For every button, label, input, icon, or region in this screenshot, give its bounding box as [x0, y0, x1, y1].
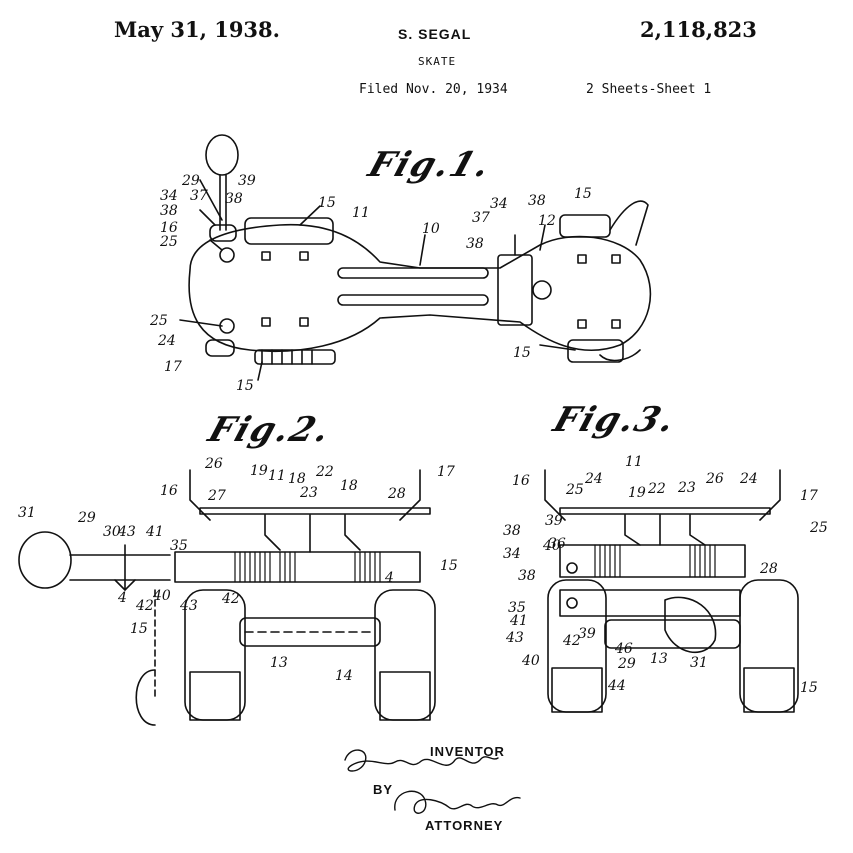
- reference-numeral: 11: [625, 454, 643, 470]
- reference-numeral: 42: [221, 591, 240, 607]
- reference-numeral: 16: [512, 473, 530, 489]
- reference-numeral: 11: [268, 468, 286, 484]
- patent-date: May 31, 1938.: [114, 17, 280, 42]
- reference-numeral: 25: [565, 482, 584, 498]
- reference-numeral: 28: [387, 486, 406, 502]
- reference-numeral: 13: [270, 655, 288, 671]
- reference-numeral: 17: [164, 359, 182, 375]
- reference-numeral: 34: [503, 546, 521, 562]
- reference-numeral: 37: [472, 210, 490, 226]
- reference-numeral: 34: [490, 196, 508, 212]
- attorney-role-label: ATTORNEY: [425, 818, 504, 833]
- reference-numeral: 15: [574, 186, 592, 202]
- reference-numeral: 35: [508, 600, 526, 616]
- reference-numeral: 46: [614, 641, 633, 657]
- reference-numeral: 39: [238, 173, 256, 189]
- reference-numeral: 18: [288, 471, 306, 487]
- reference-numeral: 18: [340, 478, 358, 494]
- figure-1-drawing: [179, 134, 652, 381]
- reference-numeral: 22: [315, 464, 334, 480]
- reference-numeral: 19: [628, 485, 646, 501]
- reference-numeral: 22: [647, 481, 666, 497]
- reference-numeral: 25: [809, 520, 828, 536]
- reference-numeral: 24: [157, 333, 176, 349]
- reference-numeral: 29: [617, 656, 636, 672]
- reference-numeral: 40: [152, 588, 171, 604]
- sheet-count: 2 Sheets-Sheet 1: [586, 82, 712, 97]
- reference-numeral: 12: [538, 213, 556, 229]
- reference-numeral: 4: [117, 590, 127, 606]
- reference-numeral: 40: [521, 653, 540, 669]
- reference-numeral: 23: [299, 485, 318, 501]
- reference-numeral: 16: [160, 483, 178, 499]
- reference-numeral: 15: [236, 378, 254, 394]
- reference-numeral: 15: [440, 558, 458, 574]
- reference-numeral: 15: [513, 345, 531, 361]
- reference-numeral: 31: [18, 505, 36, 521]
- reference-numeral: 17: [800, 488, 818, 504]
- reference-numeral: 15: [130, 621, 148, 637]
- reference-numeral: 24: [584, 471, 603, 487]
- reference-numeral: 29: [181, 173, 200, 189]
- reference-numeral: 26: [705, 471, 724, 487]
- reference-numeral: 38: [466, 236, 484, 252]
- reference-numeral: 39: [545, 513, 563, 529]
- reference-numeral: 40: [542, 538, 561, 554]
- reference-numeral: 14: [335, 668, 353, 684]
- by-label: BY: [373, 782, 394, 797]
- patent-title: SKATE: [418, 55, 457, 68]
- reference-numeral: 42: [562, 633, 581, 649]
- reference-numeral: 29: [77, 510, 96, 526]
- figure-3-drawing: [544, 469, 799, 713]
- reference-numeral: 35: [170, 538, 188, 554]
- reference-numeral: 43: [179, 598, 198, 614]
- reference-numeral: 44: [607, 678, 626, 694]
- inventor-signature: [344, 749, 499, 772]
- reference-numeral: 34: [160, 188, 178, 204]
- reference-numeral: 11: [352, 205, 370, 221]
- reference-numeral: 42: [135, 598, 154, 614]
- reference-numeral: 37: [190, 188, 208, 204]
- reference-numeral: 26: [204, 456, 223, 472]
- reference-numeral: 38: [160, 203, 178, 219]
- patent-number: 2,118,823: [640, 17, 757, 42]
- reference-numeral: 28: [759, 561, 778, 577]
- inventor-role-label: INVENTOR: [430, 744, 505, 759]
- reference-numeral: 25: [159, 234, 178, 250]
- reference-numeral: 16: [160, 220, 178, 236]
- reference-numeral: 43: [505, 630, 524, 646]
- reference-numeral: 31: [690, 655, 708, 671]
- reference-numeral: 41: [509, 613, 528, 629]
- reference-numeral: 27: [207, 488, 226, 504]
- reference-numeral: 17: [437, 464, 455, 480]
- reference-numeral: 25: [149, 313, 168, 329]
- reference-numeral: 15: [800, 680, 818, 696]
- reference-numeral: 10: [422, 221, 440, 237]
- reference-numeral: 38: [225, 191, 243, 207]
- reference-numeral: 36: [548, 536, 566, 552]
- reference-numeral: 15: [318, 195, 336, 211]
- reference-numeral: 38: [518, 568, 536, 584]
- inventor-name: S. SEGAL: [398, 26, 472, 42]
- figure-2-drawing: [18, 469, 436, 726]
- reference-numeral: 41: [145, 524, 164, 540]
- reference-numeral: 19: [250, 463, 268, 479]
- reference-numeral: 13: [650, 651, 668, 667]
- reference-numeral: 38: [503, 523, 521, 539]
- filed-date: Filed Nov. 20, 1934: [359, 82, 508, 97]
- reference-numeral: 43: [117, 524, 136, 540]
- reference-numeral: 30: [103, 524, 121, 540]
- reference-numeral: 39: [578, 626, 596, 642]
- attorney-signature: [394, 790, 521, 814]
- reference-numeral: 23: [677, 480, 696, 496]
- reference-numeral: 24: [739, 471, 758, 487]
- reference-numeral: 4: [384, 570, 394, 586]
- reference-numeral: 38: [528, 193, 546, 209]
